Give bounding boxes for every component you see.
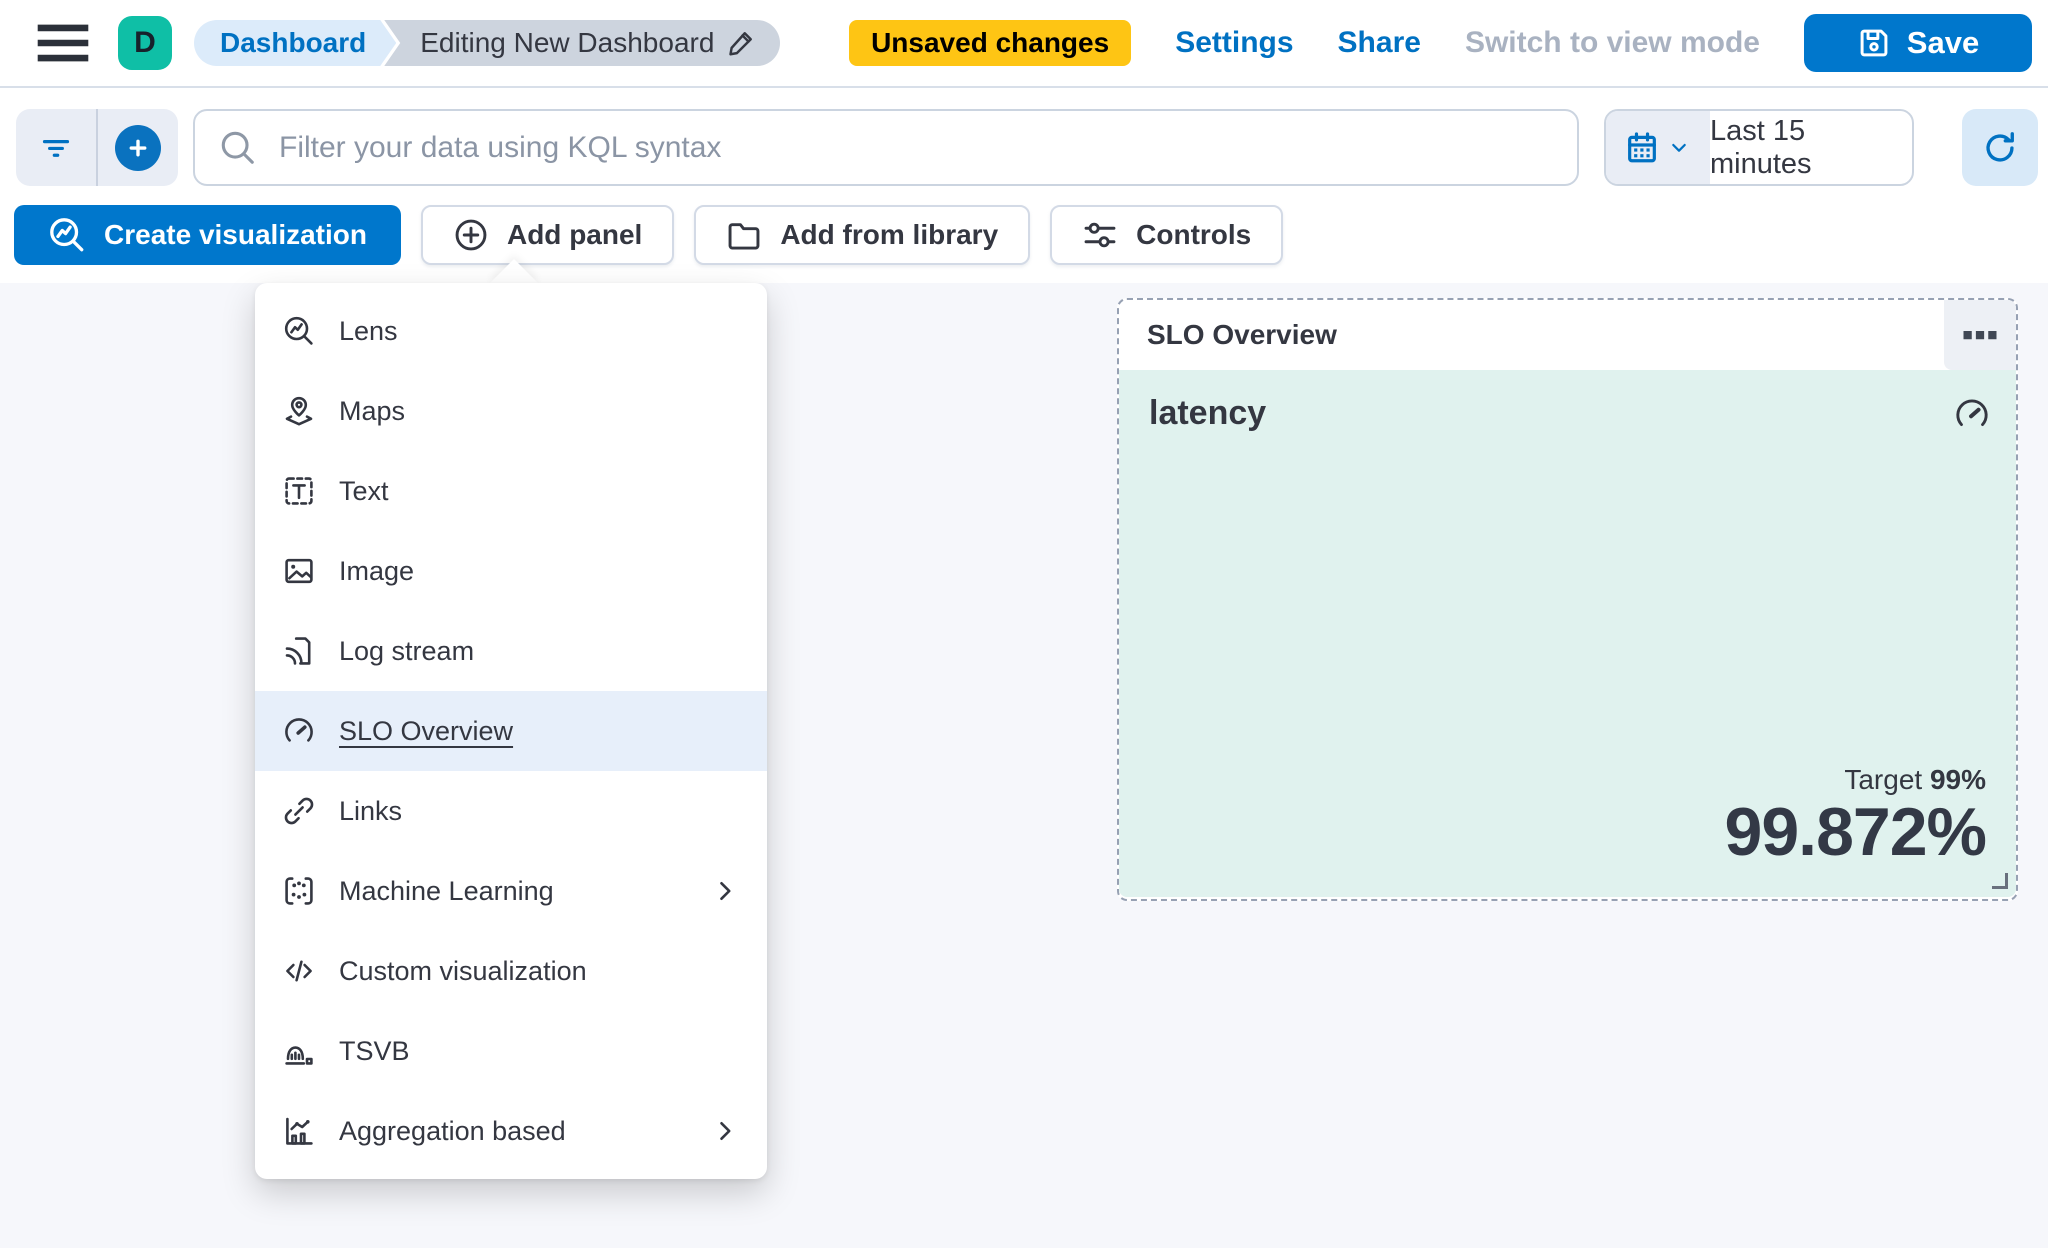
slo-card[interactable]: latency Target 99% 99.872% <box>1119 370 2016 897</box>
divider <box>96 109 98 186</box>
boxes-horizontal-icon <box>1963 331 1997 340</box>
plus-circle-icon <box>455 219 487 251</box>
main-menu-button[interactable] <box>30 10 96 76</box>
machine-learning-icon <box>285 877 313 905</box>
dashboard-toolbar: Create visualization Add panel Add from … <box>14 205 1284 265</box>
menu-item-label: TSVB <box>339 1035 410 1066</box>
menu-item-maps[interactable]: Maps <box>255 371 767 451</box>
menu-item-label: Image <box>339 555 415 586</box>
menu-item-label: SLO Overview <box>339 715 514 746</box>
panel-resize-handle[interactable] <box>1992 873 2008 889</box>
menu-item-slo-overview[interactable]: SLO Overview <box>255 691 767 771</box>
panel-header: SLO Overview <box>1119 300 2016 370</box>
hamburger-icon <box>37 24 89 62</box>
sli-value: 99.872% <box>1724 793 1987 870</box>
add-panel-menu: Lens Maps Text Image <box>255 283 767 1179</box>
menu-item-lens[interactable]: Lens <box>255 291 767 371</box>
save-icon <box>1860 29 1888 57</box>
menu-item-label: Custom visualization <box>339 955 587 986</box>
unsaved-changes-badge: Unsaved changes <box>849 20 1132 66</box>
lens-icon <box>284 316 313 345</box>
kql-search-bar <box>193 109 1579 186</box>
panel-options-button[interactable] <box>1944 300 2016 370</box>
refresh-icon <box>1986 131 2014 162</box>
refresh-button[interactable] <box>1962 109 2038 186</box>
search-icon <box>221 131 254 164</box>
breadcrumb-item-dashboard[interactable]: Dashboard <box>194 20 396 66</box>
sliders-icon <box>1084 222 1116 248</box>
text-icon <box>285 477 313 505</box>
gauge-icon <box>1956 399 1988 427</box>
links-icon <box>284 797 314 825</box>
controls-label: Controls <box>1136 219 1252 250</box>
maps-icon <box>285 396 313 426</box>
filter-actions-group <box>16 109 178 186</box>
gauge-icon <box>285 718 313 742</box>
slo-overview-panel[interactable]: SLO Overview latency Target 99% 99.872% <box>1117 298 2018 901</box>
add-filter-plus-icon <box>115 124 161 171</box>
menu-item-label: Aggregation based <box>339 1115 566 1146</box>
menu-item-aggregation-based[interactable]: Aggregation based <box>255 1091 767 1171</box>
target-label: Target <box>1844 763 1923 795</box>
chevron-right-icon <box>720 1121 731 1141</box>
controls-button[interactable]: Controls <box>1050 205 1284 265</box>
edit-pencil-icon <box>729 32 753 56</box>
slo-metric: Target 99% 99.872% <box>1724 763 1987 870</box>
settings-link[interactable]: Settings <box>1175 26 1294 59</box>
menu-item-label: Lens <box>339 315 398 346</box>
log-stream-icon <box>285 637 311 665</box>
tsvb-icon <box>285 1046 313 1065</box>
image-icon <box>285 558 313 584</box>
share-link[interactable]: Share <box>1337 26 1421 59</box>
menu-item-label: Log stream <box>339 635 475 666</box>
time-picker-calendar-segment[interactable] <box>1606 111 1710 184</box>
add-filter-button[interactable] <box>98 109 178 186</box>
folder-icon <box>728 223 760 250</box>
breadcrumb: Dashboard Editing New Dashboard <box>194 20 781 66</box>
chevron-right-icon <box>720 881 731 901</box>
breadcrumb-current-label: Editing New Dashboard <box>420 27 715 58</box>
breadcrumb-item-current[interactable]: Editing New Dashboard <box>384 20 781 66</box>
kql-search-input[interactable] <box>279 130 1553 165</box>
switch-view-mode-link[interactable]: Switch to view mode <box>1464 26 1760 59</box>
menu-item-links[interactable]: Links <box>255 771 767 851</box>
topbar-actions: Unsaved changes Settings Share Switch to… <box>849 14 2032 72</box>
add-panel-label: Add panel <box>506 219 643 250</box>
create-visualization-label: Create visualization <box>104 219 367 250</box>
aggregation-icon <box>286 1117 313 1145</box>
top-navigation-bar: D Dashboard Editing New Dashboard Unsave… <box>0 0 2048 88</box>
add-from-library-button[interactable]: Add from library <box>694 205 1031 265</box>
target-value: 99% <box>1929 763 1986 795</box>
filter-options-button[interactable] <box>16 109 96 186</box>
add-panel-button[interactable]: Add panel <box>420 205 675 265</box>
menu-item-log-stream[interactable]: Log stream <box>255 611 767 691</box>
time-picker[interactable]: Last 15 minutes <box>1604 109 1914 186</box>
create-visualization-button[interactable]: Create visualization <box>14 205 401 265</box>
menu-item-label: Links <box>339 795 403 826</box>
menu-item-machine-learning[interactable]: Machine Learning <box>255 851 767 931</box>
panel-title: SLO Overview <box>1147 319 1337 350</box>
add-from-library-label: Add from library <box>780 219 999 250</box>
menu-item-text[interactable]: Text <box>255 451 767 531</box>
calendar-icon <box>1628 131 1656 162</box>
chevron-down-icon <box>1672 143 1686 152</box>
lens-icon <box>50 218 84 252</box>
slo-name: latency <box>1149 394 1267 432</box>
menu-item-tsvb[interactable]: TSVB <box>255 1011 767 1091</box>
filter-icon <box>42 139 70 157</box>
deployment-avatar[interactable]: D <box>118 16 172 70</box>
code-icon <box>286 960 312 982</box>
menu-item-label: Text <box>339 475 389 506</box>
save-button[interactable]: Save <box>1804 14 2032 72</box>
save-label: Save <box>1906 25 1980 60</box>
time-range-label: Last 15 minutes <box>1710 114 1812 180</box>
menu-item-label: Machine Learning <box>339 875 554 906</box>
menu-item-custom-visualization[interactable]: Custom visualization <box>255 931 767 1011</box>
menu-item-label: Maps <box>339 395 406 426</box>
menu-item-image[interactable]: Image <box>255 531 767 611</box>
